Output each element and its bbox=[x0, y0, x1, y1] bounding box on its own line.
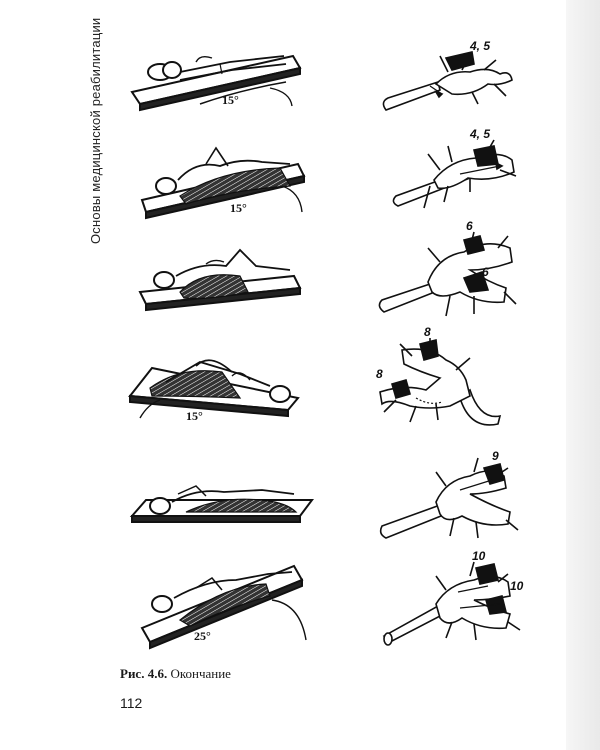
bronchial-tree-5 bbox=[379, 457, 519, 539]
figure-caption: Рис. 4.6. Окончание bbox=[120, 666, 231, 682]
page-edge-shadow bbox=[566, 0, 600, 750]
segment-label-6a: 10 bbox=[472, 549, 486, 563]
bronchial-tree-2 bbox=[392, 139, 517, 209]
segment-label-4a: 8 bbox=[424, 325, 431, 339]
segment-label-3a: 6 bbox=[466, 219, 473, 233]
angle-arc-1 bbox=[269, 87, 293, 107]
patient-illustration-5 bbox=[129, 485, 314, 523]
angle-label-6: 25° bbox=[194, 629, 211, 643]
figure-4-6: 15° 4, 5 15° 4, 5 bbox=[128, 39, 524, 650]
bronchial-tree-4 bbox=[379, 338, 502, 426]
angle-arc-4 bbox=[139, 399, 161, 419]
angle-arc-6 bbox=[271, 599, 307, 641]
patient-illustration-1 bbox=[130, 54, 302, 112]
bronchial-tree-6 bbox=[382, 561, 521, 646]
bronchial-tree-1 bbox=[382, 51, 513, 111]
bronchial-tree-3 bbox=[378, 231, 517, 317]
segment-label-1: 4, 5 bbox=[469, 39, 490, 53]
patient-illustration-6 bbox=[140, 564, 304, 650]
figure-caption-text: Окончание bbox=[170, 666, 231, 681]
segment-label-3b: 6 bbox=[482, 265, 489, 279]
page-number: 112 bbox=[120, 695, 143, 711]
angle-label-2: 15° bbox=[230, 201, 247, 215]
figure-number: Рис. 4.6. bbox=[120, 666, 168, 681]
patient-illustration-3 bbox=[138, 248, 302, 312]
segment-label-4b: 8 bbox=[376, 367, 383, 381]
segment-label-5: 9 bbox=[492, 449, 499, 463]
angle-label-1: 15° bbox=[222, 93, 239, 107]
segment-label-2: 4, 5 bbox=[469, 127, 490, 141]
angle-label-4: 15° bbox=[186, 409, 203, 423]
patient-illustration-4 bbox=[128, 359, 300, 418]
patient-illustration-2 bbox=[140, 146, 306, 220]
segment-label-6b: 10 bbox=[510, 579, 524, 593]
angle-arc-2 bbox=[281, 185, 303, 213]
